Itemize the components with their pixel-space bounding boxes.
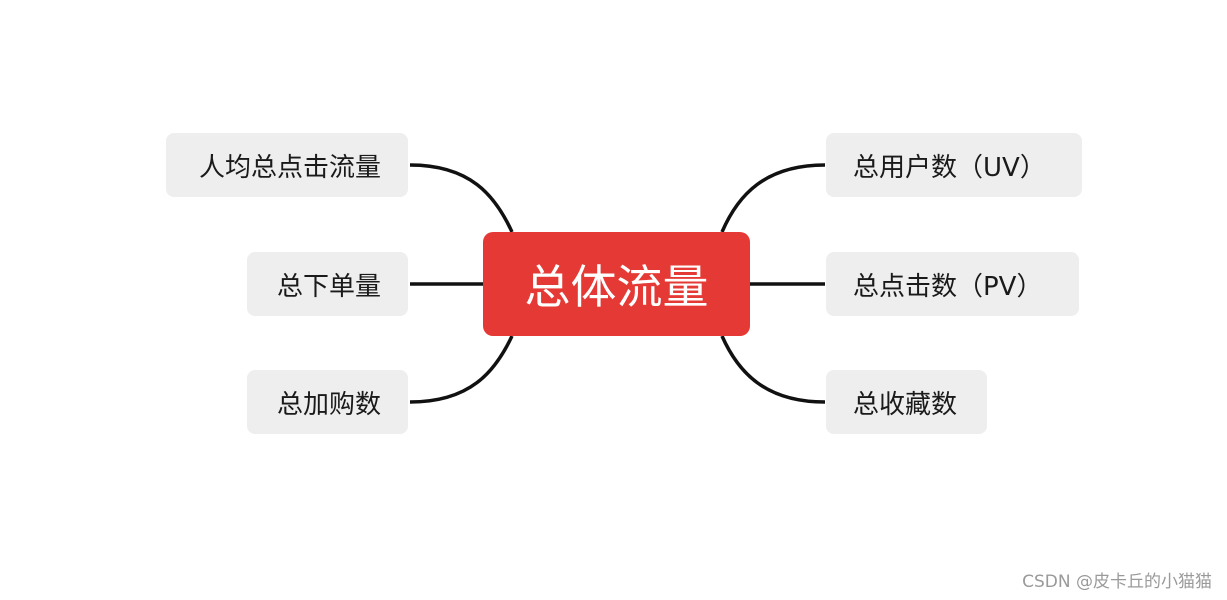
branch-label: 总加购数 [276, 389, 381, 420]
branch-label: 总点击数（PV） [853, 271, 1043, 302]
root-node: 总体流量 [483, 232, 750, 336]
branch-label: 总收藏数 [853, 389, 958, 420]
connector-left-top [409, 163, 514, 233]
connector-left-bottom [409, 335, 514, 404]
branch-label: 总用户数（UV） [853, 152, 1046, 183]
branch-label: 人均总点击流量 [198, 152, 381, 183]
connector-right-bottom [720, 335, 826, 404]
watermark: CSDN @皮卡丘的小猫猫 [1022, 572, 1212, 592]
branch-node-total-cart-adds: 总加购数 [247, 370, 408, 434]
branch-node-total-favorites: 总收藏数 [826, 370, 987, 434]
branch-node-avg-clicks: 人均总点击流量 [166, 133, 408, 197]
branch-label: 总下单量 [276, 271, 381, 302]
root-node-label: 总体流量 [524, 260, 709, 314]
connector-right-top [720, 163, 826, 233]
branch-node-total-orders: 总下单量 [247, 252, 408, 316]
branch-node-total-uv: 总用户数（UV） [826, 133, 1082, 197]
branch-node-total-pv: 总点击数（PV） [826, 252, 1079, 316]
